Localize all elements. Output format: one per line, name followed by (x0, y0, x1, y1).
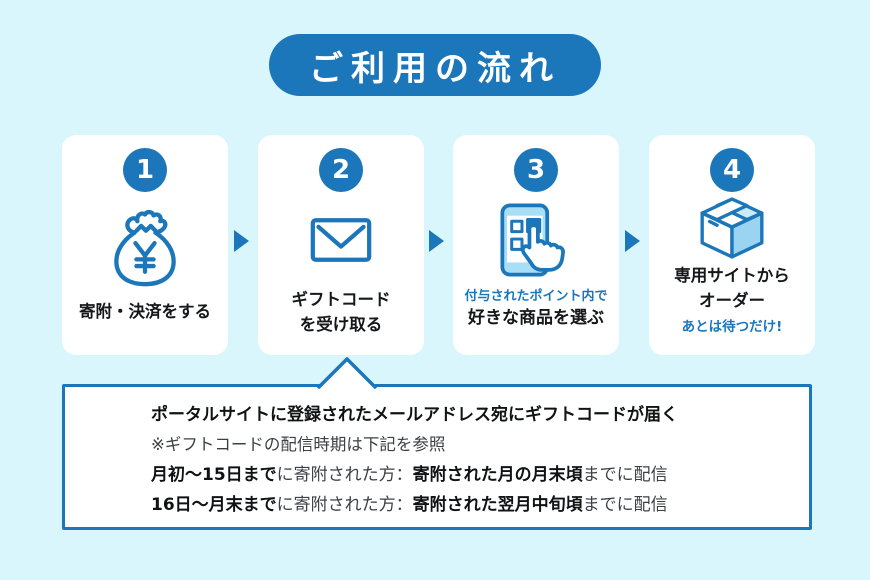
step-number: 2 (331, 155, 351, 185)
step-number: 1 (135, 155, 155, 185)
callout-line-1: ポータルサイトに登録されたメールアドレス宛にギフトコードが届く (151, 405, 678, 425)
callout-line-3-bold-1: 月初〜15日まで (151, 465, 277, 485)
money-bag-icon-svg (114, 209, 176, 286)
step-3-note-top: 付与されたポイント内で (464, 289, 608, 304)
callout-line-4-bold-1: 16日〜月末まで (151, 495, 277, 515)
phone-tap-icon-svg (500, 203, 565, 276)
step-4-note-bottom: あとは待つだけ! (681, 319, 783, 335)
callout-line-4: 16日〜月末までに寄附された方：寄附された翌月中旬頃までに配信 (151, 490, 789, 520)
step-4-label-area: 専用サイトから オーダー あとは待つだけ! (674, 263, 790, 355)
page-title: ご利用の流れ (309, 48, 561, 89)
envelope-icon-svg (310, 217, 372, 262)
step-2-label-line1: ギフトコード (291, 290, 391, 309)
title-banner: ご利用の流れ (269, 34, 601, 96)
step-1-number-badge: 1 (123, 148, 167, 192)
package-box-icon-svg (700, 196, 764, 259)
step-2-label-line2: を受け取る (299, 315, 383, 334)
step-4-label-line1: 専用サイトから (674, 266, 790, 285)
callout-box: ポータルサイトに登録されたメールアドレス宛にギフトコードが届く ※ギフトコードの… (62, 357, 812, 530)
pointer-up-icon (317, 357, 377, 392)
step-3-label-area: 付与されたポイント内で 好きな商品を選ぶ (464, 287, 607, 355)
step-1-label: 寄附・決済をする (79, 302, 211, 321)
step-card-3: 3 付与されたポイント内で 好きな商品を選ぶ (453, 135, 619, 355)
callout-line-3: 月初〜15日までに寄附された方：寄附された月の月末頃までに配信 (151, 460, 789, 490)
phone-tap-icon (453, 192, 619, 287)
step-number: 4 (722, 155, 742, 185)
callout-line-3-regular-1: に寄附された方： (276, 465, 413, 485)
callout-line-2: ※ギフトコードの配信時期は下記を参照 (151, 435, 446, 454)
callout-line-4-regular-2: までに配信 (582, 495, 668, 515)
package-box-icon (649, 192, 815, 263)
step-card-2: 2 ギフトコード を受け取る (258, 135, 424, 355)
step-2-label-area: ギフトコード を受け取る (292, 287, 391, 355)
money-bag-icon (62, 192, 228, 299)
step-card-1: 1 寄附・決済をする (62, 135, 228, 355)
callout-line-4-bold-2: 寄附された翌月中旬頃 (412, 495, 583, 515)
step-number: 3 (526, 155, 546, 185)
callout-line-3-bold-2: 寄附された月の月末頃 (412, 465, 583, 485)
envelope-icon (258, 192, 424, 287)
callout-line-4-regular-1: に寄附された方： (276, 495, 413, 515)
step-4-number-badge: 4 (710, 148, 754, 192)
step-card-4: 4 専用サイトから オーダー あとは待つだけ! (649, 135, 815, 355)
step-1-label-area: 寄附・決済をする (79, 299, 211, 355)
step-4-label-line2: オーダー (699, 291, 765, 310)
step-2-number-badge: 2 (319, 148, 363, 192)
step-3-label: 好きな商品を選ぶ (467, 308, 604, 328)
arrow-right-icon (625, 230, 640, 252)
arrow-right-icon (429, 230, 444, 252)
step-3-number-badge: 3 (514, 148, 558, 192)
callout-line-3-regular-2: までに配信 (582, 465, 668, 485)
arrow-right-icon (234, 230, 249, 252)
